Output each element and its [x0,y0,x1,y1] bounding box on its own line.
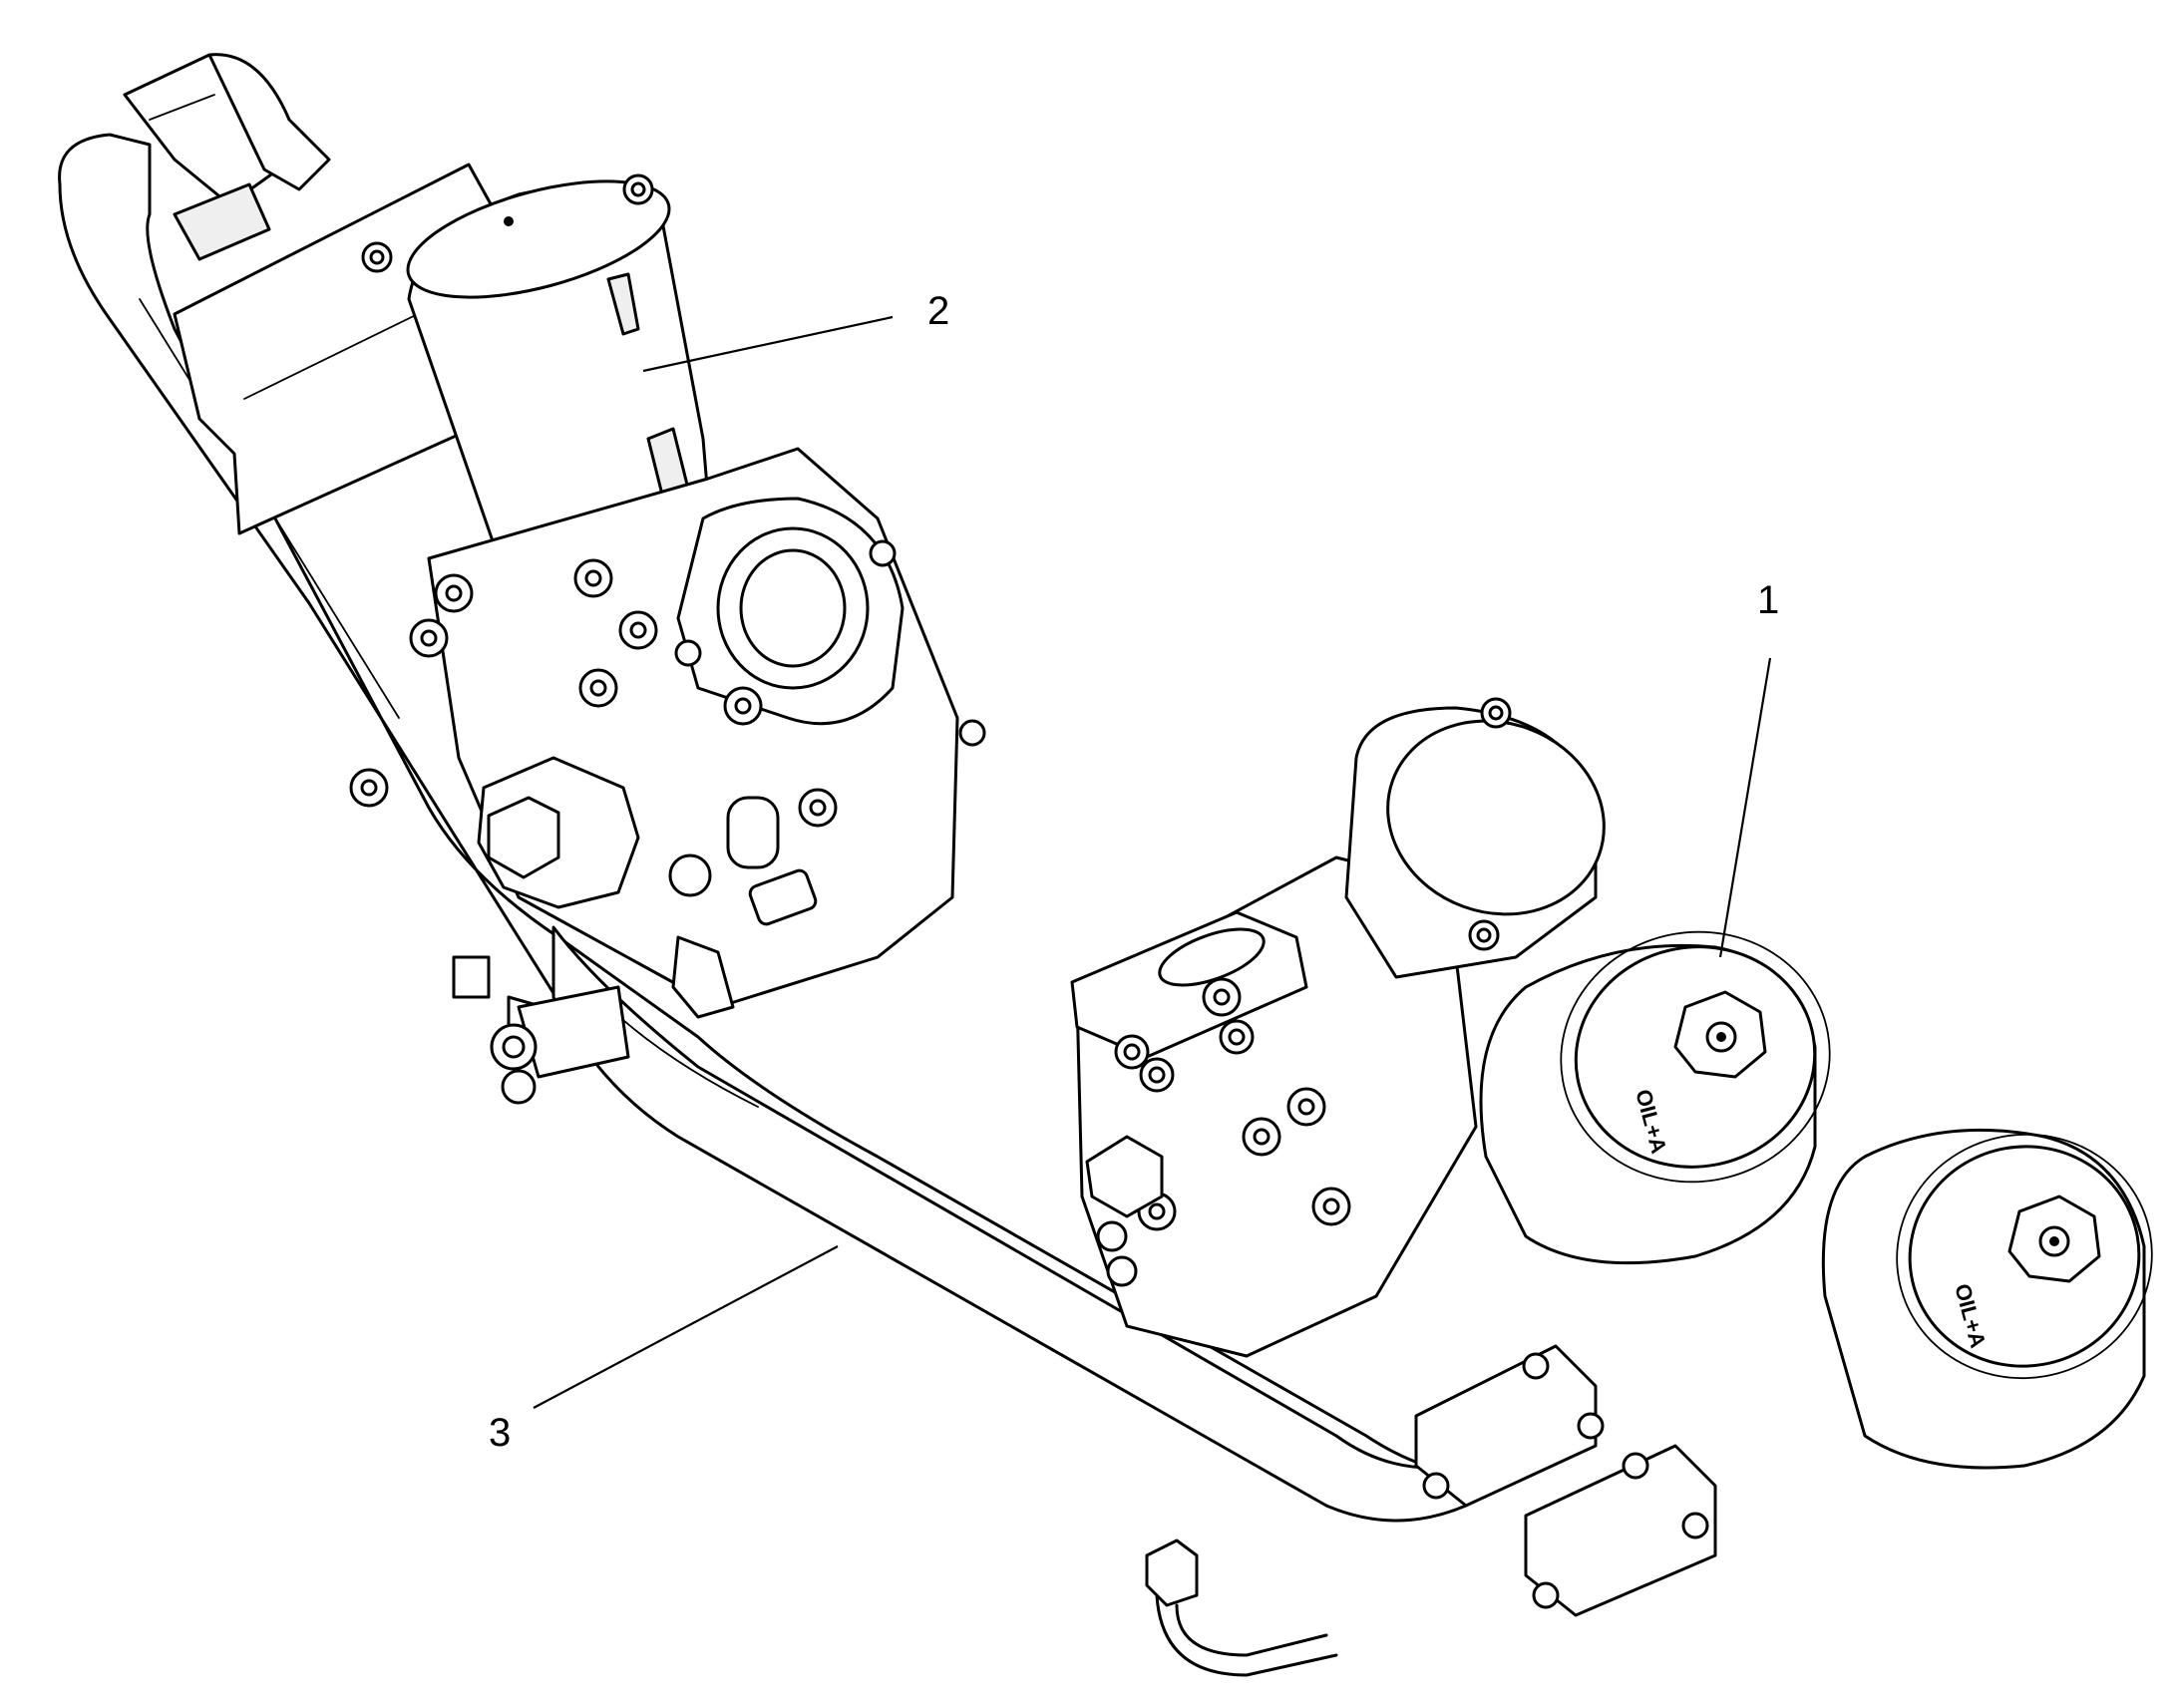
callout-3-group: 3 [489,1245,839,1455]
elbow-fitting [123,53,331,261]
callout-1-group: 1 [1718,578,1779,958]
callout-2-group: 2 [642,289,949,373]
callout-1-leader [1718,657,1772,958]
callout-2-leader [642,315,894,373]
callout-2-label: 2 [927,289,949,333]
upper-filter-housing [173,163,986,1105]
callout-3-leader [533,1245,839,1409]
filter-cap-lower: OIL+A [1821,1128,2153,1470]
filter-cap-upper: OIL+A [1479,930,1831,1265]
lower-filter-head [1070,697,1717,1677]
callout-1-label: 1 [1757,578,1779,622]
callout-3-label: 3 [489,1411,511,1455]
